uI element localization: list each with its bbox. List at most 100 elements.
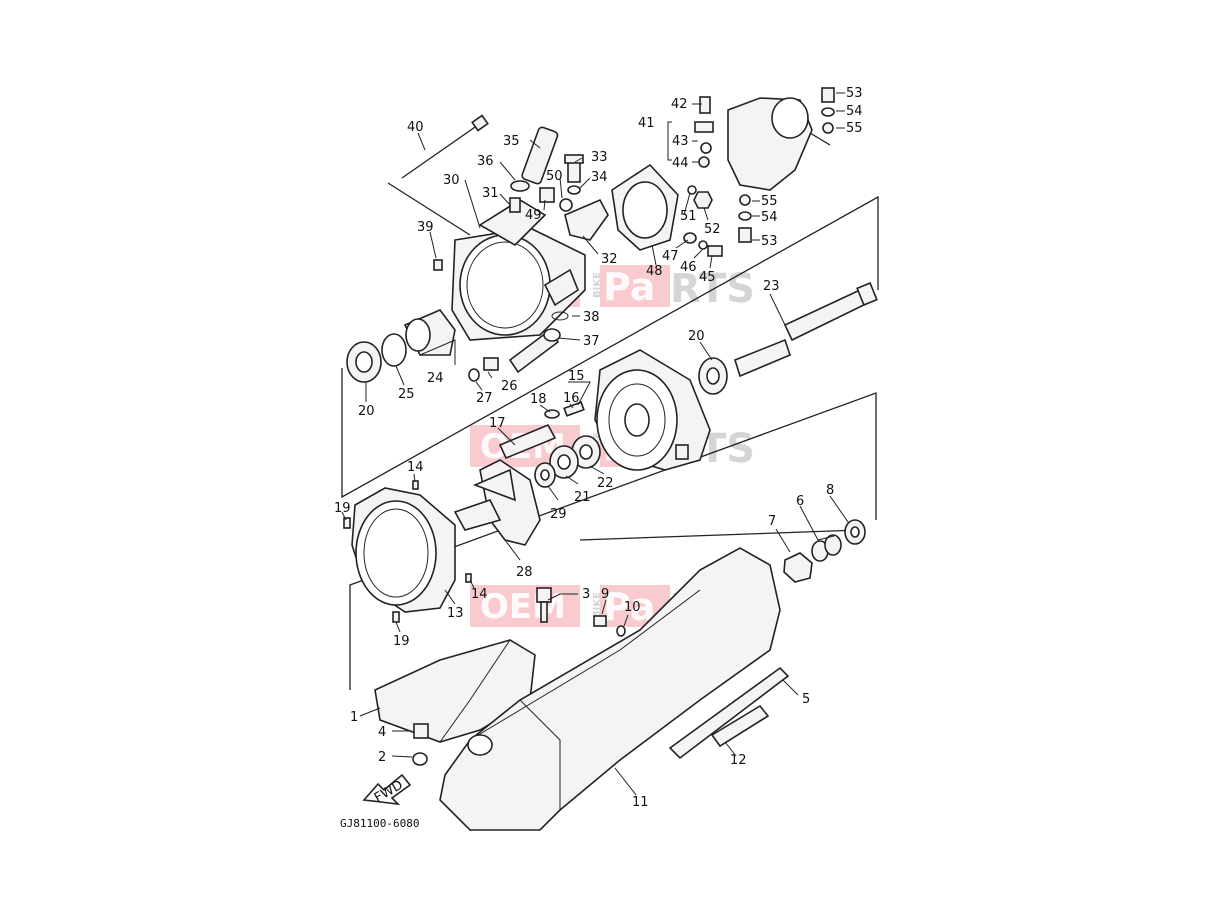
- label-15: 15: [568, 369, 585, 384]
- label-25: 25: [398, 387, 415, 402]
- label-34: 34: [591, 170, 608, 185]
- nut-7: [783, 552, 813, 583]
- label-52: 52: [704, 222, 721, 237]
- label-2: 2: [378, 750, 386, 765]
- cap-8: [844, 519, 866, 545]
- pin-19b: [392, 611, 400, 623]
- fwd-arrow: FWD: [362, 773, 412, 806]
- label-55a: 55: [846, 121, 863, 136]
- label-10: 10: [624, 600, 641, 615]
- svg-text:BIKE: BIKE: [592, 272, 603, 298]
- pin-14b: [465, 573, 472, 583]
- bolt-9: [593, 615, 607, 627]
- pin-14a: [412, 480, 419, 490]
- reverse-bucket: [694, 96, 813, 191]
- impeller-28: [453, 459, 541, 546]
- label-54a: 54: [846, 104, 863, 119]
- clamp-38: [551, 311, 569, 321]
- label-24: 24: [427, 371, 444, 386]
- washer-27: [468, 368, 480, 382]
- housing-13: [351, 487, 456, 613]
- intake-duct-11: [439, 547, 781, 831]
- bolt-26: [483, 357, 499, 371]
- label-29: 29: [550, 507, 567, 522]
- label-14a: 14: [407, 460, 424, 475]
- label-7: 7: [768, 514, 776, 529]
- label-13: 13: [447, 606, 464, 621]
- cap-24: [403, 309, 456, 356]
- label-23: 23: [763, 279, 780, 294]
- label-32: 32: [601, 252, 618, 267]
- bearing-left-20: [346, 341, 382, 383]
- label-31: 31: [482, 186, 499, 201]
- label-8: 8: [826, 483, 834, 498]
- label-21: 21: [574, 490, 591, 505]
- svg-text:Pa: Pa: [603, 265, 655, 309]
- pin-16: [563, 401, 585, 417]
- label-27: 27: [476, 391, 493, 406]
- label-46: 46: [680, 260, 697, 275]
- bolt-3: [536, 587, 552, 623]
- svg-text:Pa: Pa: [603, 585, 655, 629]
- label-44: 44: [672, 156, 689, 171]
- label-9: 9: [601, 587, 609, 602]
- label-30: 30: [443, 173, 460, 188]
- label-50: 50: [546, 169, 563, 184]
- label-19a: 19: [334, 501, 351, 516]
- label-11: 11: [632, 795, 649, 810]
- small-parts-upper: [509, 154, 609, 241]
- pin-39: [433, 259, 443, 271]
- hose-37: [508, 328, 561, 374]
- clip-18: [544, 409, 560, 419]
- label-43: 43: [672, 134, 689, 149]
- label-37: 37: [583, 334, 600, 349]
- seal-29: [534, 462, 556, 488]
- label-6: 6: [796, 494, 804, 509]
- nozzle-48: [611, 163, 679, 251]
- label-18: 18: [530, 392, 547, 407]
- sleeve-17: [498, 423, 557, 460]
- washer-2: [412, 752, 428, 766]
- svg-text:OEM: OEM: [480, 587, 566, 627]
- fastener-stack-top: [821, 87, 835, 134]
- label-22: 22: [597, 476, 614, 491]
- label-55b: 55: [761, 194, 778, 209]
- o-ring-25: [381, 333, 407, 367]
- label-14b: 14: [471, 587, 488, 602]
- rail-5: [668, 666, 790, 760]
- label-12: 12: [730, 753, 747, 768]
- label-36: 36: [477, 154, 494, 169]
- fitting-35: [521, 126, 559, 185]
- label-3: 3: [582, 587, 590, 602]
- label-1: 1: [350, 710, 358, 725]
- bolt-4: [413, 723, 429, 739]
- washer-10: [616, 625, 626, 637]
- bearing-22: [571, 435, 601, 469]
- label-17: 17: [489, 416, 506, 431]
- label-5: 5: [802, 692, 810, 707]
- label-41: 41: [638, 116, 655, 131]
- label-33: 33: [591, 150, 608, 165]
- svg-text:BIKE: BIKE: [592, 592, 603, 618]
- impeller-housing: [594, 349, 711, 471]
- intake-duct-30: [451, 199, 586, 341]
- label-26: 26: [501, 379, 518, 394]
- label-54b: 54: [761, 210, 778, 225]
- label-48: 48: [646, 264, 663, 279]
- label-38: 38: [583, 310, 600, 325]
- label-16: 16: [563, 391, 580, 406]
- label-42: 42: [671, 97, 688, 112]
- pin-19a: [343, 517, 351, 529]
- label-39: 39: [417, 220, 434, 235]
- label-53a: 53: [846, 86, 863, 101]
- drive-shaft-23: [734, 281, 878, 378]
- label-45: 45: [699, 270, 716, 285]
- block-12: [710, 704, 770, 748]
- label-19b: 19: [393, 634, 410, 649]
- label-49: 49: [525, 208, 542, 223]
- bearing-right-20: [698, 357, 728, 395]
- label-47: 47: [662, 249, 679, 264]
- washers-6: [811, 534, 842, 562]
- leader-lines: [341, 92, 849, 796]
